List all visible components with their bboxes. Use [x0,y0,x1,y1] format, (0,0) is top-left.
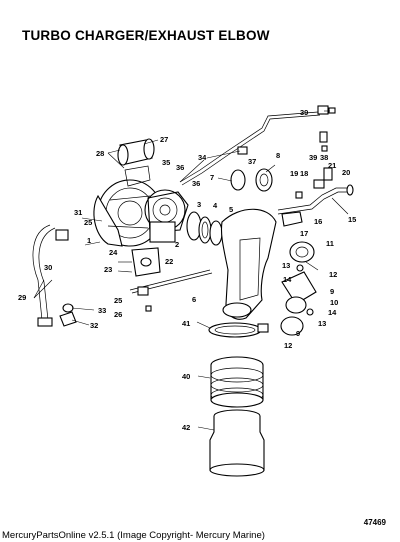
figure-number: 47469 [363,518,386,527]
callout-36b: 36 [192,179,200,188]
callout-2: 2 [175,240,179,249]
oil-return-hose [32,224,77,327]
callout-30: 30 [44,263,52,272]
callout-14: 14 [283,275,292,284]
callout-40: 40 [182,372,190,381]
callout-42: 42 [182,423,190,432]
callout-12: 12 [329,270,337,279]
callout-38: 38 [320,153,328,162]
callout-7: 7 [210,173,214,182]
callout-22: 22 [165,257,173,266]
callout-12b: 12 [284,341,292,350]
callout-21: 21 [328,161,336,170]
callout-31: 31 [74,208,82,217]
callout-29: 29 [18,293,26,302]
diagram-title: TURBO CHARGER/EXHAUST ELBOW [22,28,270,43]
compressor-inlet-hose [117,138,155,187]
callout-14b: 14 [328,308,337,317]
callout-39b: 39 [309,153,317,162]
outlet-hose-assembly [277,167,354,227]
callout-10: 10 [330,298,338,307]
callout-34: 34 [198,153,207,162]
callout-25: 25 [84,218,92,227]
drain-fitting [129,247,213,312]
callout-28: 28 [96,149,104,158]
leader-lines [33,110,349,431]
callout-23: 23 [104,265,112,274]
callout-17: 17 [300,229,308,238]
callout-8: 8 [276,151,280,160]
turbocharger [93,179,189,247]
callout-4: 4 [213,201,218,210]
callout-13b: 13 [318,319,326,328]
callout-41: 41 [182,319,190,328]
callout-36: 36 [176,163,184,172]
callout-9: 9 [330,287,334,296]
turbo-to-elbow-gaskets [186,211,223,246]
callout-20: 20 [342,168,350,177]
elbow-clamp-parts [280,241,317,336]
callout-37: 37 [248,157,256,166]
callout-18: 18 [300,169,308,178]
callout-1: 1 [87,236,91,245]
copyright-footer: MercuryPartsOnline v2.5.1 (Image Copyrig… [2,530,265,541]
callout-9b: 9 [296,329,300,338]
callout-35: 35 [162,158,170,167]
callout-33: 33 [98,306,106,315]
callout-15: 15 [348,215,356,224]
callout-39: 39 [300,108,308,117]
callout-labels: 39 38 39 27 28 34 35 36 36 37 8 7 19 18 … [18,108,356,432]
callout-16: 16 [314,217,322,226]
callout-19: 19 [290,169,298,178]
lower-coupling-parts [208,322,269,477]
callout-6: 6 [192,295,196,304]
exhaust-elbow [220,208,277,320]
callout-13: 13 [282,261,290,270]
callout-26: 26 [114,310,122,319]
callout-25b: 25 [114,296,122,305]
callout-32: 32 [90,321,98,330]
oil-line-assembly [179,105,336,186]
callout-5: 5 [229,205,233,214]
sleeves [230,168,273,192]
callout-3: 3 [197,200,201,209]
callout-24: 24 [109,248,118,257]
callout-27: 27 [160,135,168,144]
callout-11: 11 [326,239,334,248]
